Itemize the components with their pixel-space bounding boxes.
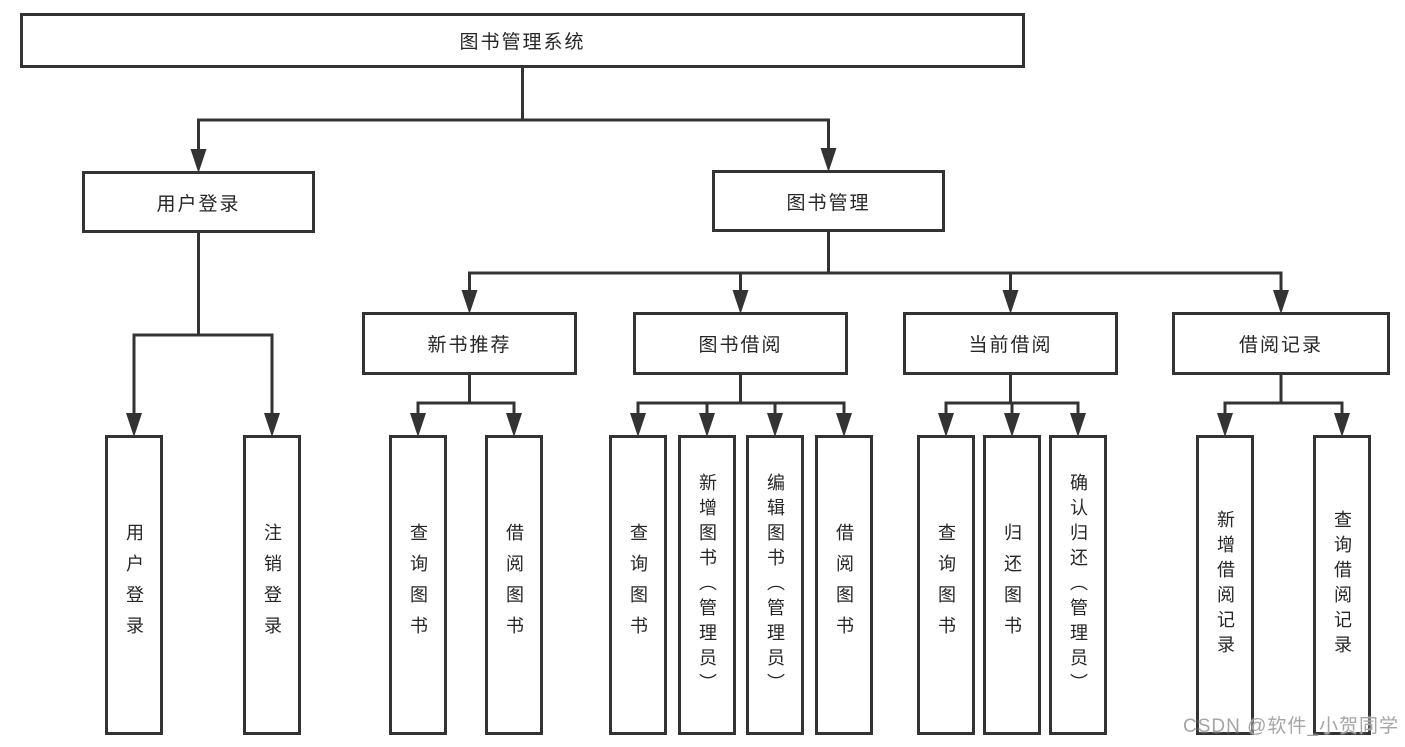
leaf-borrow-books-recommend: 借阅图书 xyxy=(485,435,543,735)
node-user-login-branch: 用户登录 xyxy=(82,171,315,233)
leaf-add-borrow-record: 新增借阅记录 xyxy=(1196,435,1254,735)
leaf-query-books-current: 查询图书 xyxy=(917,435,975,735)
leaf-query-books-recommend: 查询图书 xyxy=(389,435,447,735)
arrowhead-down-icon xyxy=(1004,413,1020,437)
arrowhead-down-icon xyxy=(630,413,646,437)
node-book-management-branch: 图书管理 xyxy=(712,170,945,232)
leaf-borrow-books: 借阅图书 xyxy=(815,435,873,735)
arrowhead-down-icon xyxy=(1070,413,1086,437)
arrowhead-down-icon xyxy=(836,413,852,437)
leaf-logout: 注销登录 xyxy=(243,435,301,735)
arrowhead-down-icon xyxy=(461,290,478,314)
arrowhead-down-icon xyxy=(699,413,715,437)
leaf-add-books-admin: 新增图书（管理员） xyxy=(678,435,736,735)
leaf-return-books: 归还图书 xyxy=(983,435,1041,735)
leaf-query-books-borrowing: 查询图书 xyxy=(609,435,667,735)
node-book-borrowing: 图书借阅 xyxy=(633,312,848,375)
leaf-edit-books-admin: 编辑图书（管理员） xyxy=(746,435,804,735)
leaf-confirm-return-admin: 确认归还（管理员） xyxy=(1049,435,1107,735)
arrowhead-down-icon xyxy=(410,413,426,437)
node-current-borrowing: 当前借阅 xyxy=(903,312,1118,375)
csdn-watermark: CSDN @软件_小贺同学 xyxy=(1183,716,1399,737)
leaf-user-login: 用户登录 xyxy=(105,435,163,735)
node-new-book-recommend: 新书推荐 xyxy=(362,312,577,375)
arrowhead-down-icon xyxy=(1217,413,1233,437)
arrowhead-down-icon xyxy=(938,413,954,437)
arrowhead-down-icon xyxy=(190,149,207,173)
arrowhead-down-icon xyxy=(264,413,280,437)
arrowhead-down-icon xyxy=(126,413,142,437)
arrowhead-down-icon xyxy=(767,413,783,437)
arrowhead-down-icon xyxy=(732,290,749,314)
leaf-query-borrow-record: 查询借阅记录 xyxy=(1313,435,1371,735)
arrowhead-down-icon xyxy=(506,413,522,437)
node-borrowing-records: 借阅记录 xyxy=(1172,312,1390,375)
arrowhead-down-icon xyxy=(820,148,837,172)
arrowhead-down-icon xyxy=(1334,413,1350,437)
arrowhead-down-icon xyxy=(1002,290,1019,314)
node-root-library-management-system: 图书管理系统 xyxy=(20,13,1025,68)
arrowhead-down-icon xyxy=(1273,290,1289,314)
